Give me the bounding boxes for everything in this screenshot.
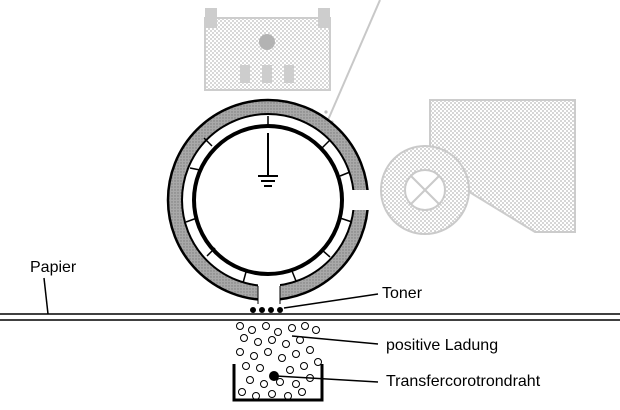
positive-charge-label: positive Ladung xyxy=(386,337,499,354)
toner-label: Toner xyxy=(382,285,423,302)
paper-label: Papier xyxy=(30,259,77,276)
photo-drum xyxy=(166,98,374,304)
paper-leader xyxy=(43,277,49,315)
corona-wire xyxy=(269,371,279,381)
corona-housing xyxy=(232,364,324,402)
ground-symbol-icon xyxy=(258,133,278,187)
toner-particles xyxy=(250,307,283,313)
toner-leader xyxy=(283,293,379,309)
developer-unit xyxy=(380,99,576,235)
transfer-wire-label: Transfercorotrondraht xyxy=(386,373,541,390)
laser-beam xyxy=(327,0,381,121)
paper-sheet xyxy=(0,313,620,321)
corona-wire-leader xyxy=(275,375,379,383)
positive-charge-cloud xyxy=(236,322,322,400)
laser-unit xyxy=(204,8,331,91)
positive-charge-leader xyxy=(291,335,379,345)
